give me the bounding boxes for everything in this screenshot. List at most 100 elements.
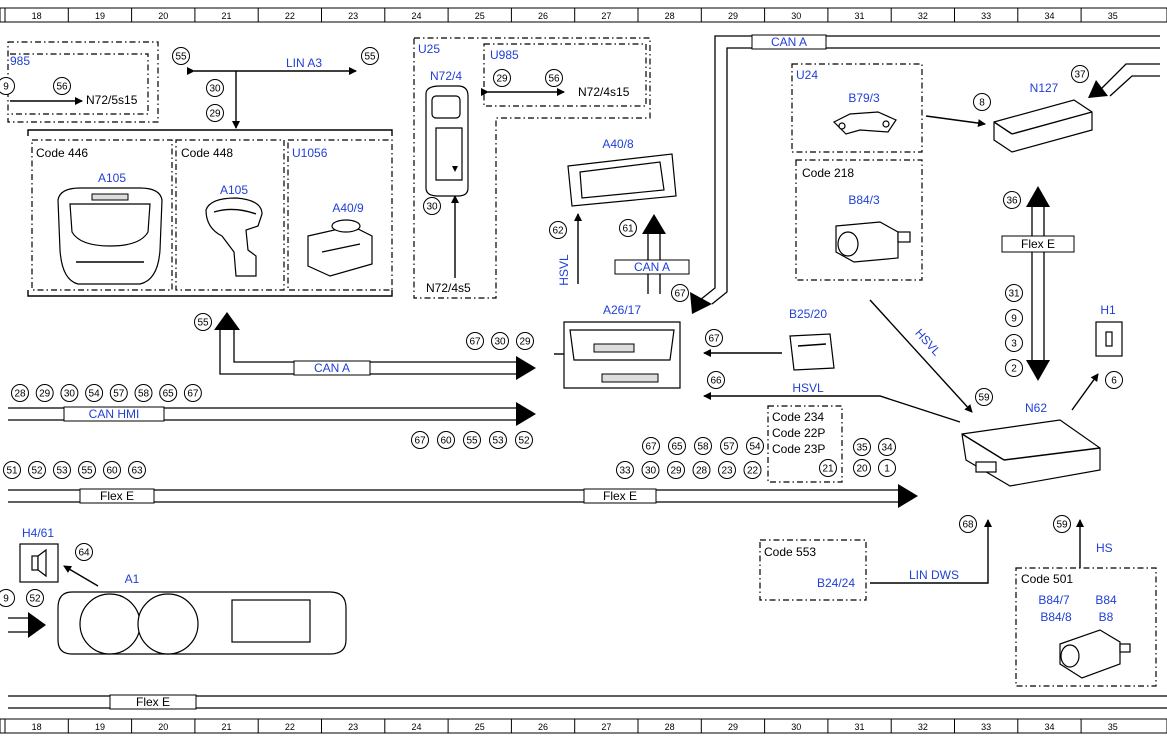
can-a-mid-label: CAN A <box>634 260 670 274</box>
a105-overhead-unit <box>57 187 163 285</box>
conn-c67a: 67 <box>671 284 689 302</box>
conn-r3-3: 55 <box>78 461 96 479</box>
code-22p-label: Code 22P <box>772 426 825 440</box>
conn-c29c: 29 <box>516 332 534 350</box>
conn-r4b-2: 29 <box>667 461 685 479</box>
conn-c55b-text: 55 <box>364 52 376 63</box>
hs-label: HS <box>1096 541 1113 555</box>
conn-c67c-text: 67 <box>469 337 481 348</box>
ruler-top-label-2: 20 <box>158 11 168 21</box>
hsvl-diagonal-arrow <box>869 299 973 413</box>
n62-label: N62 <box>1025 401 1047 415</box>
ruler-bottom-label-4: 22 <box>285 722 295 732</box>
conn-c29b: 29 <box>493 69 511 87</box>
hsvl-h-arrow <box>703 392 961 423</box>
ruler-bottom-label-3: 21 <box>222 722 232 732</box>
conn-c1-text: 1 <box>884 464 890 475</box>
conn-c59b: 59 <box>1053 515 1071 533</box>
a40-8-display <box>567 153 677 207</box>
conn-c67a-text: 67 <box>674 289 686 300</box>
conn-r4b-4-text: 23 <box>721 466 733 477</box>
conn-c68: 68 <box>959 515 977 533</box>
conn-r2-0: 67 <box>411 431 429 449</box>
conn-r4a-0-text: 67 <box>645 442 657 453</box>
conn-r1-2-text: 30 <box>64 389 76 400</box>
can-hmi-label: CAN HMI <box>89 407 140 421</box>
ruler-bottom-label-7: 25 <box>475 722 485 732</box>
ruler-top-label-10: 28 <box>665 11 675 21</box>
conn-r2-4-text: 52 <box>518 436 530 447</box>
conn-r2-3: 53 <box>489 431 507 449</box>
conn-r1-1: 29 <box>35 384 54 402</box>
conn-c67b-text: 67 <box>708 334 720 345</box>
b79-3-sensor <box>832 111 897 135</box>
ruler-top-label-8: 26 <box>538 11 548 21</box>
conn-c8: 8 <box>973 93 991 111</box>
conn-c6: 6 <box>1105 371 1123 389</box>
conn-c61-text: 61 <box>622 224 634 235</box>
code-218-label: Code 218 <box>802 166 854 180</box>
a105-label-2: A105 <box>220 183 248 197</box>
ruler-top-label-11: 29 <box>728 11 738 21</box>
conn-r3-2-text: 53 <box>56 466 68 477</box>
conn-c56a: 56 <box>53 77 71 95</box>
conn-r4b-1-text: 30 <box>645 466 657 477</box>
ruler-top-label-12: 30 <box>791 11 801 21</box>
code-501-label: Code 501 <box>1021 572 1073 586</box>
conn-r4a-4-text: 54 <box>749 442 761 453</box>
n72-4-switch-panel <box>425 85 469 197</box>
ruler-bottom-label-2: 20 <box>158 722 168 732</box>
can-a-top-bus: CAN A <box>690 34 1160 314</box>
conn-r4a-4: 54 <box>746 437 764 455</box>
a40-9-label: A40/9 <box>332 201 364 215</box>
ruler-bottom-label-5: 23 <box>348 722 358 732</box>
n127-module <box>993 99 1093 153</box>
conn-c31: 31 <box>1005 284 1023 302</box>
conn-c30a: 30 <box>206 79 224 97</box>
conn-c56b: 56 <box>545 69 563 87</box>
code-448-label: Code 448 <box>181 146 233 160</box>
n72-5s15-label: N72/5s15 <box>86 93 138 107</box>
conn-r1-4-text: 57 <box>113 389 125 400</box>
conn-c52: 52 <box>26 589 44 607</box>
hsvl-diagonal-label: HSVL <box>912 326 944 359</box>
conn-r1-5-text: 58 <box>138 389 150 400</box>
conn-r2-1-text: 60 <box>440 436 452 447</box>
conn-r3-0-text: 51 <box>6 466 18 477</box>
conn-c67c: 67 <box>466 332 484 350</box>
group-brace-bottom <box>27 290 393 297</box>
conn-c21: 21 <box>819 459 837 477</box>
conn-c29b-text: 29 <box>496 74 508 85</box>
conn-r1-3-text: 54 <box>89 389 101 400</box>
ruler-top-label-0: 18 <box>32 11 42 21</box>
n62-module <box>961 419 1101 487</box>
conn-c3-text: 3 <box>1011 339 1017 350</box>
conn-c31-text: 31 <box>1008 289 1020 300</box>
conn-c66-text: 66 <box>710 376 722 387</box>
code-501-group <box>1015 567 1157 687</box>
ruler-bottom-label-0: 18 <box>32 722 42 732</box>
conn-r3-4: 60 <box>103 461 121 479</box>
conn-c37: 37 <box>1071 65 1089 83</box>
flex-e-label-3: Flex E <box>1021 237 1055 251</box>
conn-c34: 34 <box>878 438 896 456</box>
conn-r4b-2-text: 29 <box>670 466 682 477</box>
conn-c68-text: 68 <box>962 520 974 531</box>
conn-r4b-5-text: 22 <box>747 466 759 477</box>
u1056-group <box>287 139 393 291</box>
b24-24-label: B24/24 <box>817 576 855 590</box>
conn-c56a-text: 56 <box>56 82 68 93</box>
hsvl-vertical-label: HSVL <box>557 254 571 286</box>
ruler-bottom-label-15: 33 <box>981 722 991 732</box>
flex-e-vertical-bus: Flex E <box>1001 186 1075 381</box>
lin-dws-arrow <box>870 519 992 584</box>
conn-c62: 62 <box>549 221 567 239</box>
conn-r4a-0: 67 <box>642 437 660 455</box>
conn-c56b-text: 56 <box>548 74 560 85</box>
conn-c29a-text: 29 <box>209 109 221 120</box>
conn-r3-3-text: 55 <box>81 466 93 477</box>
code-446-label: Code 446 <box>36 146 88 160</box>
conn-r1-6: 65 <box>159 384 178 402</box>
